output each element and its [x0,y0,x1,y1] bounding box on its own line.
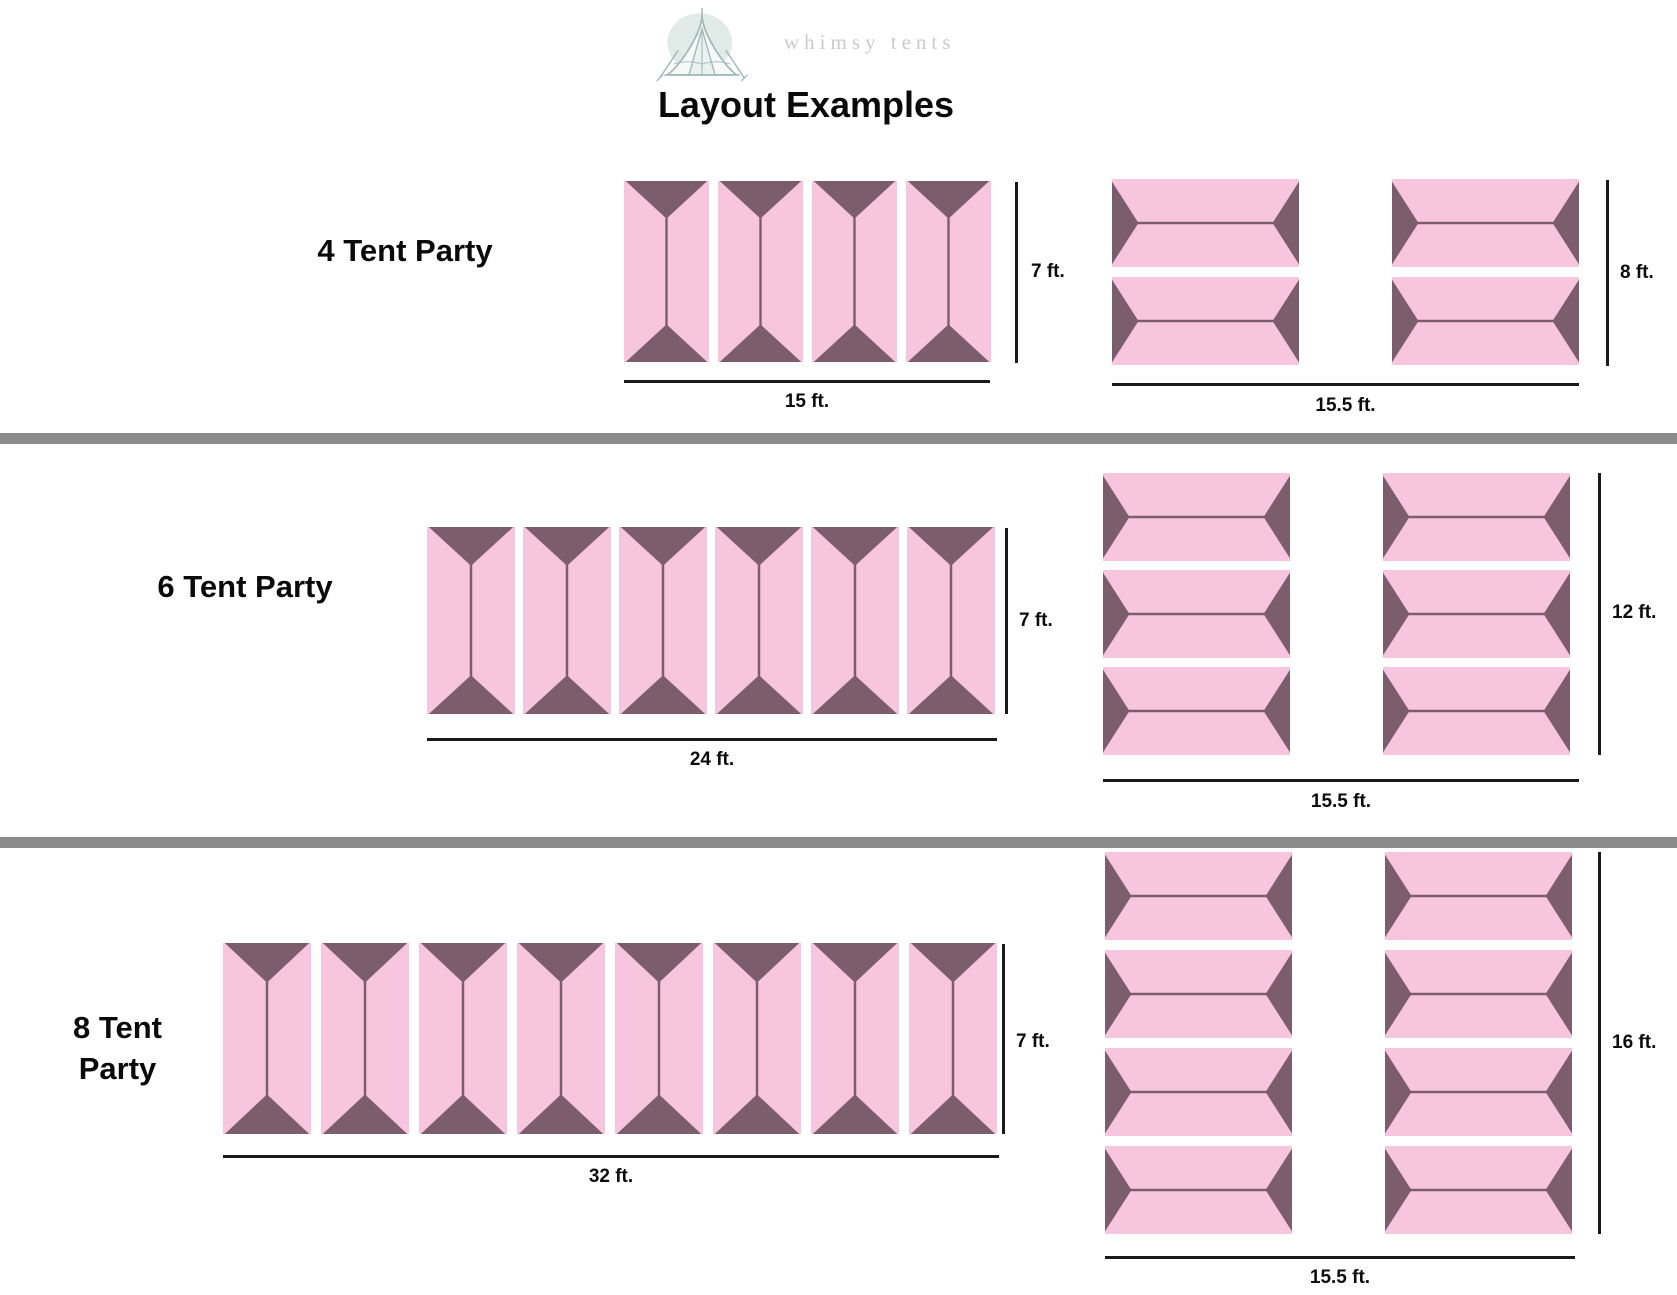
tent-top-view-horizontal-icon [1103,473,1290,561]
brand-name: whimsy tents [784,30,956,54]
tent-top-view-horizontal-icon [1385,852,1572,940]
tent-top-view-vertical-icon [223,943,311,1134]
tent-top-view-vertical-icon [718,181,803,362]
tent-top-view-horizontal-icon [1385,1048,1572,1136]
width-dimension-label: 15.5 ft. [1309,1267,1371,1288]
section-label-line: 4 Tent Party [317,233,493,268]
tent-top-view-vertical-icon [713,943,801,1134]
tent-top-view-horizontal-icon [1105,852,1292,940]
tent-row-layout [624,181,991,362]
tent-top-view-vertical-icon [811,943,899,1134]
tent-top-view-horizontal-icon [1383,667,1570,755]
tent-top-view-horizontal-icon [1103,570,1290,658]
width-dimension-line [427,738,997,741]
page-title: Layout Examples [657,84,955,125]
tent-top-view-horizontal-icon [1105,1048,1292,1136]
tent-top-view-vertical-icon [321,943,409,1134]
tent-top-view-horizontal-icon [1112,179,1299,267]
tent-top-view-horizontal-icon [1392,179,1579,267]
width-dimension-line [1112,383,1579,386]
tent-row-layout [427,527,995,714]
height-dimension-line [1606,180,1609,366]
bell-tent-icon [656,8,748,82]
height-dimension-label: 7 ft. [1031,261,1065,282]
tent-top-view-vertical-icon [906,181,991,362]
tent-top-view-vertical-icon [419,943,507,1134]
section-divider [0,837,1677,848]
height-dimension-label: 12 ft. [1612,602,1657,623]
tent-top-view-horizontal-icon [1112,277,1299,365]
tent-top-view-vertical-icon [523,527,611,714]
height-dimension-line [1598,852,1601,1234]
tent-top-view-vertical-icon [909,943,997,1134]
tent-top-view-horizontal-icon [1383,473,1570,561]
section-label: 8 Tent Party [25,1008,210,1090]
width-dimension-label: 24 ft. [689,749,735,770]
tent-top-view-vertical-icon [715,527,803,714]
tent-top-view-horizontal-icon [1385,950,1572,1038]
height-dimension-label: 7 ft. [1016,1031,1050,1052]
width-dimension-line [624,380,990,383]
tent-top-view-vertical-icon [811,527,899,714]
section-divider [0,433,1677,444]
height-dimension-label: 8 ft. [1620,262,1654,283]
tent-top-view-horizontal-icon [1392,277,1579,365]
section-label-line: 8 Tent [73,1010,162,1045]
tent-top-view-vertical-icon [619,527,707,714]
tent-top-view-vertical-icon [427,527,515,714]
section-label: 6 Tent Party [95,567,395,608]
tent-top-view-vertical-icon [624,181,709,362]
width-dimension-label: 15.5 ft. [1310,791,1372,812]
tent-top-view-horizontal-icon [1103,667,1290,755]
section-label-line: Party [78,1050,157,1086]
tent-grid-layout [1105,852,1572,1234]
tent-top-view-vertical-icon [615,943,703,1134]
height-dimension-line [1015,182,1018,363]
tent-top-view-horizontal-icon [1383,570,1570,658]
width-dimension-line [223,1155,999,1158]
tent-top-view-horizontal-icon [1105,950,1292,1038]
section-label-line: 6 Tent Party [157,569,333,604]
height-dimension-label: 7 ft. [1019,610,1053,631]
tent-top-view-vertical-icon [907,527,995,714]
height-dimension-label: 16 ft. [1612,1032,1657,1053]
height-dimension-line [1005,528,1008,714]
width-dimension-line [1103,779,1579,782]
width-dimension-line [1105,1256,1575,1259]
tent-top-view-horizontal-icon [1385,1146,1572,1234]
height-dimension-line [1598,473,1601,755]
height-dimension-line [1002,944,1005,1134]
section-label: 4 Tent Party [240,231,570,272]
tent-grid-layout [1103,473,1570,755]
width-dimension-label: 32 ft. [588,1166,634,1187]
tent-grid-layout [1112,179,1579,365]
width-dimension-label: 15 ft. [784,391,830,412]
tent-top-view-horizontal-icon [1105,1146,1292,1234]
tent-row-layout [223,943,997,1134]
width-dimension-label: 15.5 ft. [1315,395,1376,416]
tent-top-view-vertical-icon [517,943,605,1134]
tent-top-view-vertical-icon [812,181,897,362]
